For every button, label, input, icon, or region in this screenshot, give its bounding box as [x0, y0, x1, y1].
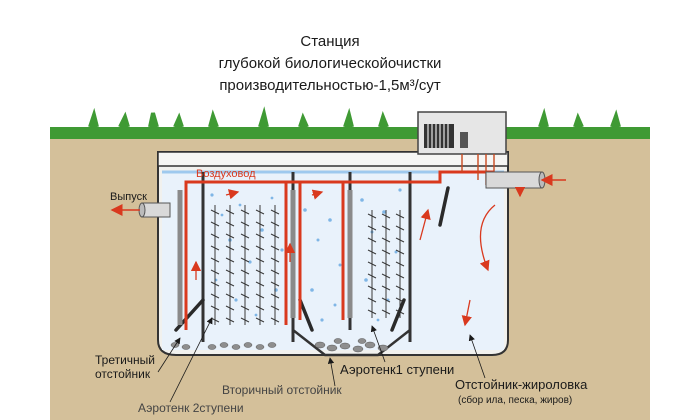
secondary-settler-leader [327, 357, 336, 387]
settler-hopper [292, 329, 411, 357]
grease-settler-label: Отстойник-жироловка [455, 377, 588, 392]
air-duct [184, 170, 494, 330]
secondary-settler-label: Вторичный отстойник [222, 383, 342, 397]
outlet-label: Выпуск [110, 191, 147, 203]
air-bubbles [210, 188, 402, 322]
aerotank-2-label: Аэротенк 2ступени [138, 401, 244, 415]
air-duct-label: Воздуховод [196, 168, 256, 180]
tertiary-settler-leader [157, 337, 181, 373]
outlet-pipe [138, 202, 171, 218]
sludge-gravel [170, 338, 389, 353]
title-line-3: производительностью-1,5м³/сут [219, 77, 441, 94]
bio-loading-section-2 [210, 205, 280, 325]
compressor-unit [417, 111, 507, 155]
aerotank-1-leader [370, 325, 386, 363]
water-volume [162, 172, 504, 350]
tank-lid [157, 151, 509, 167]
title-line-1: Станция [300, 33, 359, 50]
flow-arrows [190, 186, 526, 327]
grease-settler-leader [468, 334, 486, 379]
title-line-2: глубокой биологическойочистки [219, 55, 442, 72]
grease-settler-note: (сбор ила, песка, жиров) [458, 394, 572, 406]
tertiary-settler-label-2: отстойник [95, 367, 151, 381]
aerotank-2-leader [169, 317, 213, 403]
inlet-pipe [485, 171, 546, 189]
aerotank-1-label: Аэротенк1 ступени [340, 362, 454, 377]
bio-loading-section-1 [367, 210, 405, 318]
airlift-pipes [177, 190, 353, 325]
grass-line [50, 106, 650, 139]
tertiary-settler-label-1: Третичный [95, 353, 155, 367]
